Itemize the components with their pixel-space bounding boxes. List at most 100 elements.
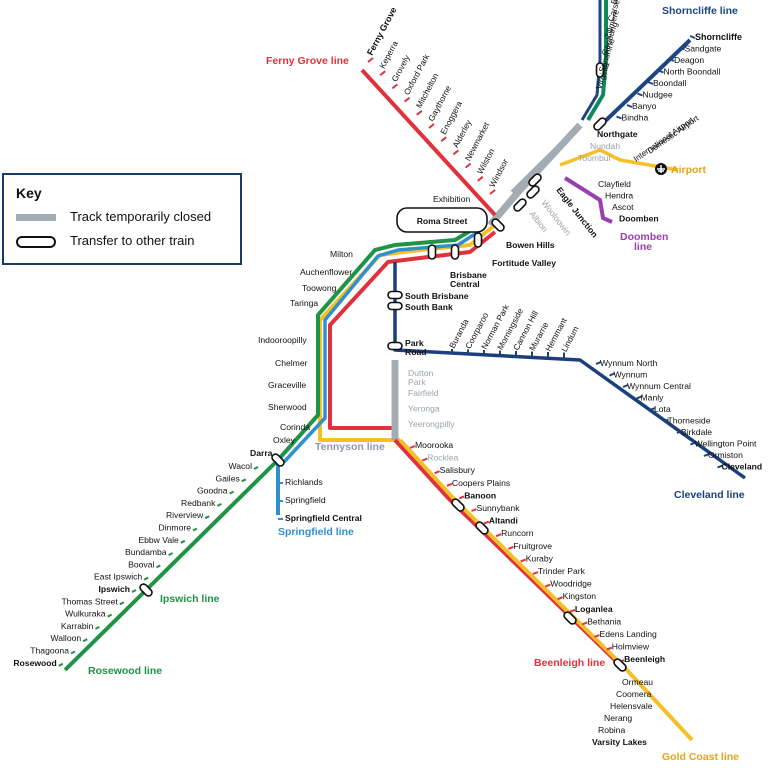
tick-sunnybank [471,508,477,512]
station-label-riverview: Riverview [166,510,204,520]
station-label-coopers-plains: Coopers Plains [452,478,510,488]
station-label-nudgee: Nudgee [643,90,673,100]
tick-boondall [647,81,654,85]
shorncliffe-track [596,38,692,130]
airport-icon [655,163,667,175]
station-label-beenleigh: Beenleigh [624,654,665,664]
transfer-loganlea [563,611,577,625]
station-label-northgate: Northgate [597,129,638,139]
station-label-park-road-1: Park [405,338,424,348]
station-label-lota: Lota [654,404,671,414]
station-label-fortitude-valley: Fortitude Valley [492,258,556,268]
tick-lota [649,407,656,411]
transfer-inner-4 [528,173,542,187]
tick-ormiston [703,453,710,457]
station-label-corinda: Corinda [280,422,310,432]
tick-manly [636,395,642,400]
station-label-chelmer: Chelmer [275,358,308,368]
station-label-darra: Darra [250,448,273,458]
tick-rosewood [58,662,64,667]
transfer-south-brisbane [387,290,403,300]
station-label-varsity-lakes: Varsity Lakes [592,737,647,747]
station-label-cleveland: Cleveland [722,462,763,472]
tick-thagoona [70,650,76,655]
station-label-auchenflower: Auchenflower [300,267,352,277]
station-label-ascot: Ascot [612,202,634,212]
station-label-bowen-hills: Bowen Hills [506,240,555,250]
station-label-park-road-2: Road [405,347,426,357]
station-label-edens-landing: Edens Landing [600,629,658,639]
line-label-cleveland: Cleveland line [674,489,745,501]
station-label-brisbane-central-2: Central [450,279,480,289]
tick-north-boondall [658,69,664,74]
tick-altandi [483,520,490,525]
tick-thomas-street [119,601,125,606]
station-label-gailes: Gailes [215,473,239,483]
transfer-capsule-swatch [16,235,56,248]
line-label-rosewood: Rosewood line [88,665,162,677]
station-label-north-boondall: North Boondall [664,67,721,77]
tick-bundamba [168,552,174,556]
station-label-boondall: Boondall [653,78,687,88]
station-label-yeronga: Yeronga [408,404,440,414]
station-label-wynnum: Wynnum [614,370,648,380]
station-label-east-ipswich: East Ipswich [94,572,142,582]
tick-ebbw-vale [180,539,186,544]
line-label-airport: Airport [671,164,707,176]
gold-coast-track [398,438,694,742]
station-label-ormiston: Ormiston [708,450,743,460]
tick-cleveland [717,464,723,469]
tick-newmarket [464,162,472,169]
map-key: Key Track temporarily closed Transfer to… [2,173,242,265]
station-label-oxley: Oxley [273,435,296,445]
transfer-south-bank [387,301,403,311]
key-label-closed: Track temporarily closed [70,209,212,224]
western-blue-track [282,226,485,464]
tick-rocklea [421,457,428,462]
transfer-northgate [593,117,607,131]
station-label-booval: Booval [128,559,154,569]
line-label-tennyson: Tennyson line [315,441,385,453]
station-label-fruitgrove: Fruitgrove [513,541,552,551]
station-label-helensvale: Helensvale [610,701,653,711]
station-label-toombul: Toombul [578,153,611,163]
station-label-altandi: Altandi [489,516,518,526]
station-label-sherwood: Sherwood [268,402,307,412]
transfer-beenleigh [613,658,627,672]
line-label-gold-coast: Gold Coast line [662,751,739,763]
tick-enoggera [440,136,447,142]
tick-shorncliffe [689,35,696,39]
station-label-redbank: Redbank [181,498,216,508]
station-label-kuraby: Kuraby [526,553,554,563]
line-label-beenleigh: Beenleigh line [534,657,605,669]
station-label-wynnum-central: Wynnum Central [627,381,691,391]
tick-grovely [391,83,399,90]
tick-deagon [668,58,675,62]
tick-woodridge [544,583,551,588]
station-label-thorneside: Thorneside [668,416,711,426]
tick-booval [155,564,161,569]
station-label-wulkuraka: Wulkuraka [65,609,106,619]
station-label-domestic-airport: Domestic Airport [646,113,701,155]
tick-ferny-grove [367,57,374,63]
transfer-inner-0 [427,244,437,260]
station-label-sunnybank: Sunnybank [477,503,521,513]
transfer-inner-1 [450,244,460,260]
station-label-ebbw-vale: Ebbw Vale [138,535,179,545]
tick-moorooka [409,445,416,449]
tick-runcorn [495,533,502,538]
transfer-park-road [387,341,403,351]
line-label-ferny-grove: Ferny Grove line [266,55,349,67]
transfer-inner-2 [473,232,483,248]
tick-kuraby [520,558,527,563]
tick-wulkuraka [107,613,113,618]
tick-wynnum-central [622,384,629,388]
station-label-wynnum-north: Wynnum North [600,358,657,368]
western-green-track [276,223,482,462]
station-label-manly: Manly [641,393,665,403]
station-label-dinmore: Dinmore [159,523,192,533]
station-label-nerang: Nerang [604,713,632,723]
station-label-banoon: Banoon [464,490,496,500]
